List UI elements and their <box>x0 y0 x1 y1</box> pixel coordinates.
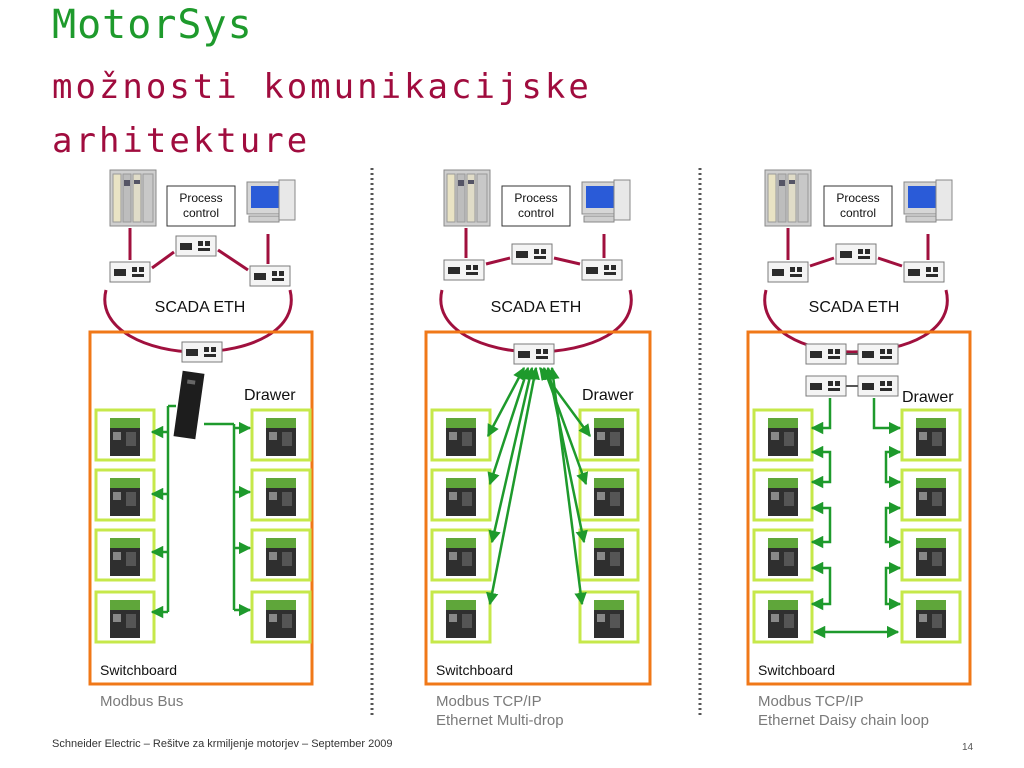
ethernet-switch-icon <box>767 261 809 283</box>
caption-line: Ethernet Daisy chain loop <box>758 712 929 729</box>
motor-starter-icon <box>752 408 814 462</box>
motor-starter-icon <box>900 468 962 522</box>
motor-starter-icon <box>250 468 312 522</box>
caption-line: Ethernet Multi-drop <box>436 712 564 729</box>
caption-line: Modbus TCP/IP <box>758 693 864 710</box>
process-control-box <box>166 185 236 227</box>
scada-eth-label: SCADA ETH <box>809 299 900 316</box>
ethernet-switch-icon <box>857 343 899 365</box>
scada-ring <box>763 289 949 354</box>
ethernet-switch-icon <box>581 259 623 281</box>
drawer-label: Drawer <box>902 389 954 406</box>
computer-icon <box>581 179 631 223</box>
motor-starter-icon <box>752 590 814 644</box>
computer-icon <box>246 179 296 223</box>
scada-eth-label: SCADA ETH <box>491 299 582 316</box>
drawer-label: Drawer <box>582 387 634 404</box>
plc-icon <box>109 169 157 227</box>
motor-starter-icon <box>430 590 492 644</box>
motor-starter-icon <box>900 408 962 462</box>
panel-caption: Modbus TCP/IP Ethernet Daisy chain loop <box>758 692 929 730</box>
process-control-label: control <box>183 206 219 220</box>
drawer-label: Drawer <box>244 387 296 404</box>
motor-starter-icon <box>752 468 814 522</box>
switchboard-label: Switchboard <box>758 662 835 678</box>
ethernet-switch-icon <box>805 375 847 397</box>
switchboard-frame <box>746 330 972 686</box>
process-control-label: control <box>840 206 876 220</box>
panel-ethernet-multidrop: Process control SCADA ETH Drawer <box>424 169 652 686</box>
ethernet-switch-icon <box>443 259 485 281</box>
process-control-box <box>501 185 571 227</box>
ethernet-switch-icon <box>513 343 555 365</box>
switchboard-label: Switchboard <box>100 662 177 678</box>
ethernet-switch-icon <box>249 265 291 287</box>
process-control-label: control <box>518 206 554 220</box>
motor-starter-icon <box>578 528 640 582</box>
panel-ethernet-daisy-chain: Process control SCADA ETH Drawer <box>746 169 972 686</box>
motor-starter-icon <box>94 408 156 462</box>
slide-subtitle: možnosti komunikacijske arhitekture <box>52 67 592 161</box>
ethernet-switch-icon <box>109 261 151 283</box>
scada-eth-label: SCADA ETH <box>155 299 246 316</box>
ethernet-switch-icon <box>175 235 217 257</box>
motor-starter-icon <box>94 468 156 522</box>
plc-icon <box>443 169 491 227</box>
motor-starter-icon <box>900 590 962 644</box>
motor-starter-icon <box>250 590 312 644</box>
plc-icon <box>764 169 812 227</box>
process-control-box <box>823 185 893 227</box>
process-control-label: Process <box>836 191 879 205</box>
motor-starter-icon <box>94 590 156 644</box>
switchboard-frame <box>88 330 314 686</box>
motor-starter-icon <box>430 528 492 582</box>
motor-starter-icon <box>752 528 814 582</box>
ethernet-switch-icon <box>511 243 553 265</box>
process-control-label: Process <box>514 191 557 205</box>
motor-starter-icon <box>250 528 312 582</box>
panel-modbus-bus: Process control SCADA ETH Drawer <box>88 169 314 686</box>
motor-starter-icon <box>94 528 156 582</box>
gateway-icon <box>173 370 205 440</box>
motor-starter-icon <box>430 408 492 462</box>
panel-caption: Modbus Bus <box>100 692 183 711</box>
panel-caption: Modbus TCP/IP Ethernet Multi-drop <box>436 692 564 730</box>
ethernet-switch-icon <box>181 341 223 363</box>
slide-title: MotorSys <box>52 2 253 48</box>
caption-line: Modbus TCP/IP <box>436 693 542 710</box>
ethernet-switch-icon <box>903 261 945 283</box>
motor-starter-icon <box>900 528 962 582</box>
computer-icon <box>903 179 953 223</box>
page-number: 14 <box>962 742 974 753</box>
switchboard-label: Switchboard <box>436 662 513 678</box>
motor-starter-icon <box>578 468 640 522</box>
ethernet-switch-icon <box>857 375 899 397</box>
switchboard-frame <box>424 330 652 686</box>
motor-starter-icon <box>578 590 640 644</box>
motor-starter-icon <box>430 468 492 522</box>
motor-starter-icon <box>250 408 312 462</box>
process-control-label: Process <box>179 191 222 205</box>
slide-footer: Schneider Electric – Rešitve za krmiljen… <box>52 738 393 750</box>
ethernet-switch-icon <box>805 343 847 365</box>
ethernet-switch-icon <box>835 243 877 265</box>
caption-line: Modbus Bus <box>100 693 184 710</box>
